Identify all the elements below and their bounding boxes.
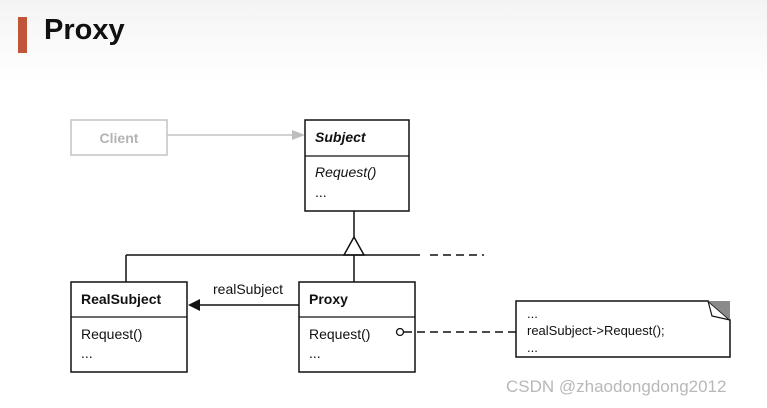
note-fold-edge (707, 300, 731, 321)
subject-name: Subject (315, 129, 367, 145)
realsubject-name: RealSubject (81, 291, 161, 307)
note-box (515, 300, 731, 358)
realsubject-more: ... (81, 345, 93, 361)
proxy-operation: Request() (309, 326, 370, 342)
association-arrowhead (188, 299, 200, 311)
note-anchor-circle (395, 327, 405, 337)
association-label: realSubject (213, 281, 283, 297)
proxy-name: Proxy (309, 291, 348, 307)
realsubject-operation: Request() (81, 326, 142, 342)
inheritance-triangle (342, 235, 366, 256)
client-label: Client (100, 130, 139, 146)
client-arrowhead (292, 130, 305, 140)
subject-box (304, 119, 410, 212)
realsubject-box (70, 281, 188, 373)
note-line-3: ... (527, 340, 538, 355)
title-accent-bar (18, 17, 27, 53)
title-band (0, 0, 767, 85)
proxy-box (298, 281, 416, 373)
page-title: Proxy (44, 14, 125, 46)
subject-more: ... (315, 184, 327, 200)
note-line-2: realSubject->Request(); (527, 323, 665, 338)
watermark: CSDN @zhaodongdong2012 (506, 377, 727, 396)
subject-operation: Request() (315, 164, 376, 180)
client-box (70, 119, 168, 156)
note-folded-corner (708, 301, 730, 320)
note-line-1: ... (527, 306, 538, 321)
proxy-more: ... (309, 345, 321, 361)
